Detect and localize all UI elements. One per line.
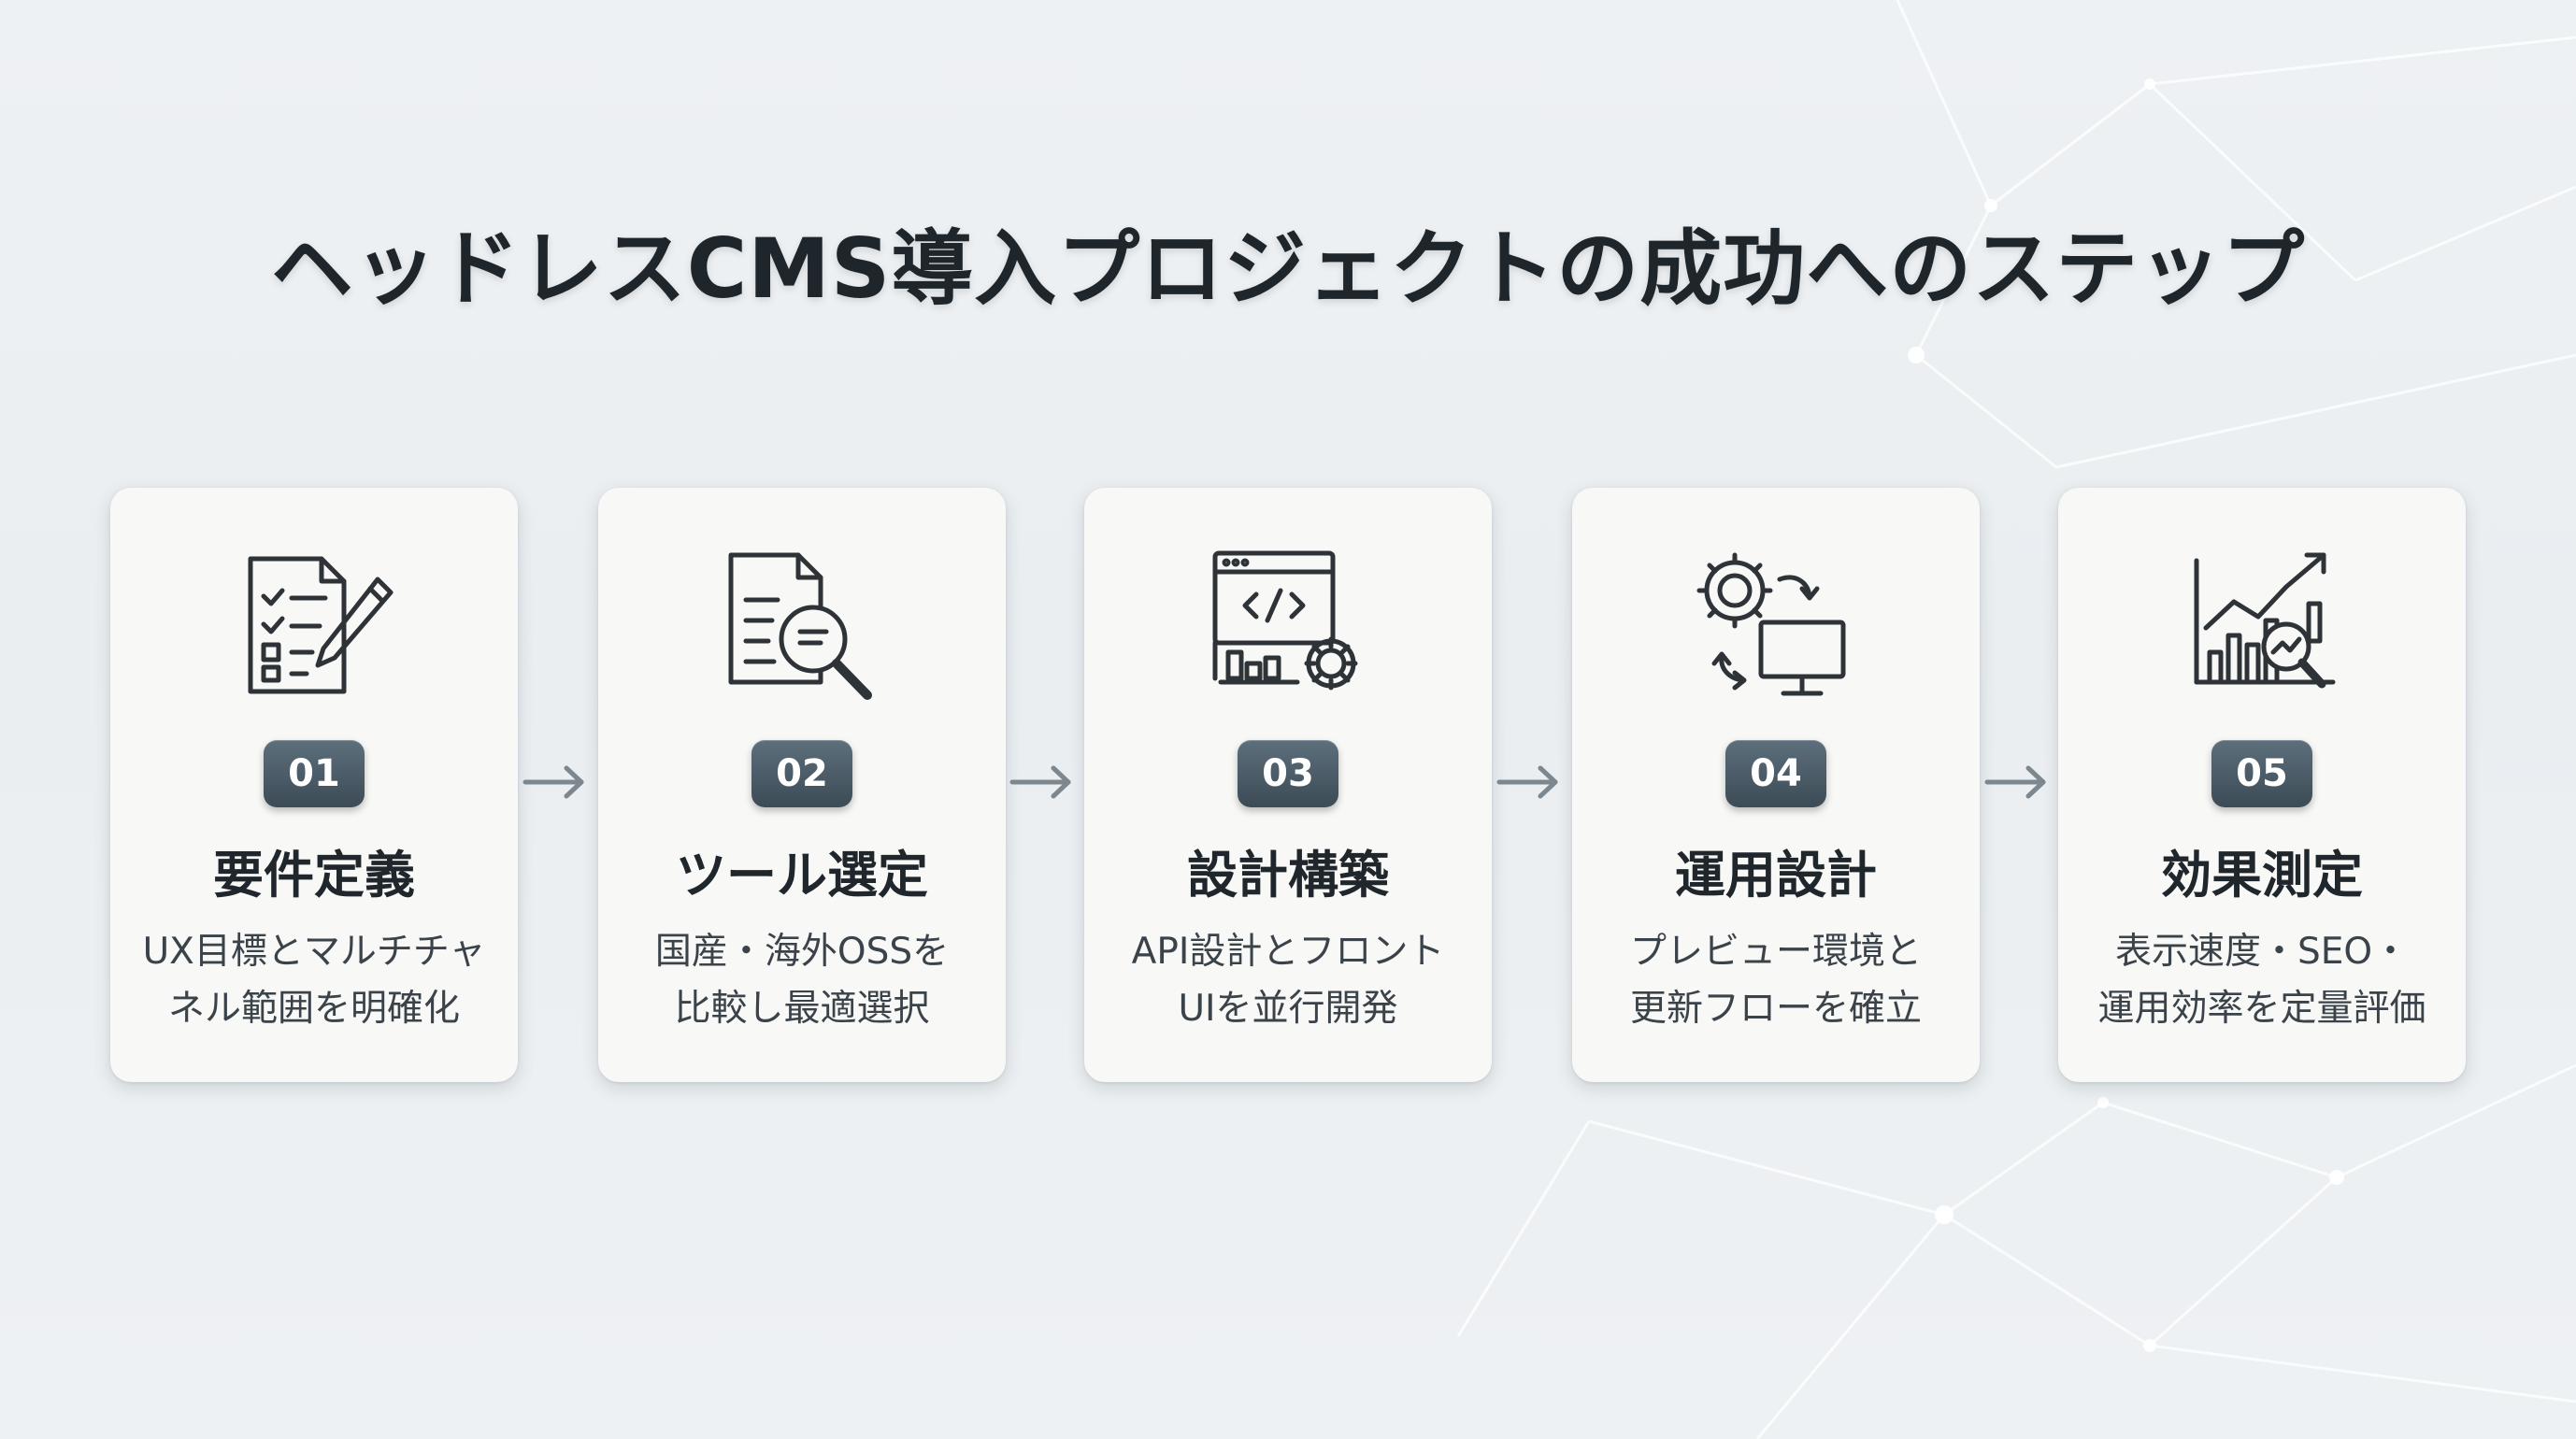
step-description: 表示速度・SEO・ 運用効率を定量評価: [2068, 923, 2456, 1037]
step-number-badge: 04: [1725, 740, 1826, 807]
code-window-gear-icon: [1195, 542, 1381, 710]
document-search-icon: [708, 542, 895, 710]
arrow-right-icon: [1007, 759, 1078, 805]
step-description-line: API設計とフロント: [1131, 931, 1445, 973]
arrow-right-icon: [1494, 759, 1565, 805]
step-card-04: 04 運用設計 プレビュー環境と 更新フローを確立: [1572, 488, 1980, 1082]
chart-magnifier-icon: [2168, 542, 2355, 710]
step-title: 設計構築: [1187, 846, 1389, 905]
step-description-line: 更新フローを確立: [1629, 988, 1922, 1030]
step-description-line: 比較し最適選択: [674, 988, 930, 1030]
step-description: 国産・海外OSSを 比較し最適選択: [608, 923, 996, 1037]
step-description: API設計とフロント UIを並行開発: [1094, 923, 1482, 1037]
step-title: ツール選定: [676, 846, 928, 905]
arrow-right-icon: [520, 759, 591, 805]
step-card-05: 05 効果測定 表示速度・SEO・ 運用効率を定量評価: [2058, 488, 2466, 1082]
step-description-line: 国産・海外OSSを: [654, 931, 950, 973]
gear-monitor-cycle-icon: [1682, 542, 1869, 710]
step-title: 要件定義: [213, 846, 415, 905]
step-title: 運用設計: [1675, 846, 1877, 905]
arrow-right-icon: [1982, 759, 2053, 805]
step-card-02: 02 ツール選定 国産・海外OSSを 比較し最適選択: [598, 488, 1006, 1082]
checklist-pencil-icon: [221, 542, 408, 710]
step-card-01: 01 要件定義 UX目標とマルチチャ ネル範囲を明確化: [110, 488, 518, 1082]
step-number-badge: 01: [264, 740, 365, 807]
step-description: UX目標とマルチチャ ネル範囲を明確化: [120, 923, 508, 1037]
step-title: 効果測定: [2161, 846, 2363, 905]
step-description-line: UX目標とマルチチャ: [142, 931, 486, 973]
page-title: ヘッドレスCMS導入プロジェクトの成功へのステップ: [270, 221, 2306, 317]
step-card-03: 03 設計構築 API設計とフロント UIを並行開発: [1084, 488, 1492, 1082]
step-number-badge: 05: [2211, 740, 2312, 807]
step-number-badge: 03: [1238, 740, 1338, 807]
step-description-line: 表示速度・SEO・: [2114, 931, 2410, 973]
step-description-line: UIを並行開発: [1178, 988, 1398, 1030]
step-description-line: プレビュー環境と: [1629, 931, 1922, 973]
step-description-line: 運用効率を定量評価: [2097, 988, 2426, 1030]
step-number-badge: 02: [751, 740, 852, 807]
step-description-line: ネル範囲を明確化: [167, 988, 460, 1030]
step-description: プレビュー環境と 更新フローを確立: [1581, 923, 1970, 1037]
